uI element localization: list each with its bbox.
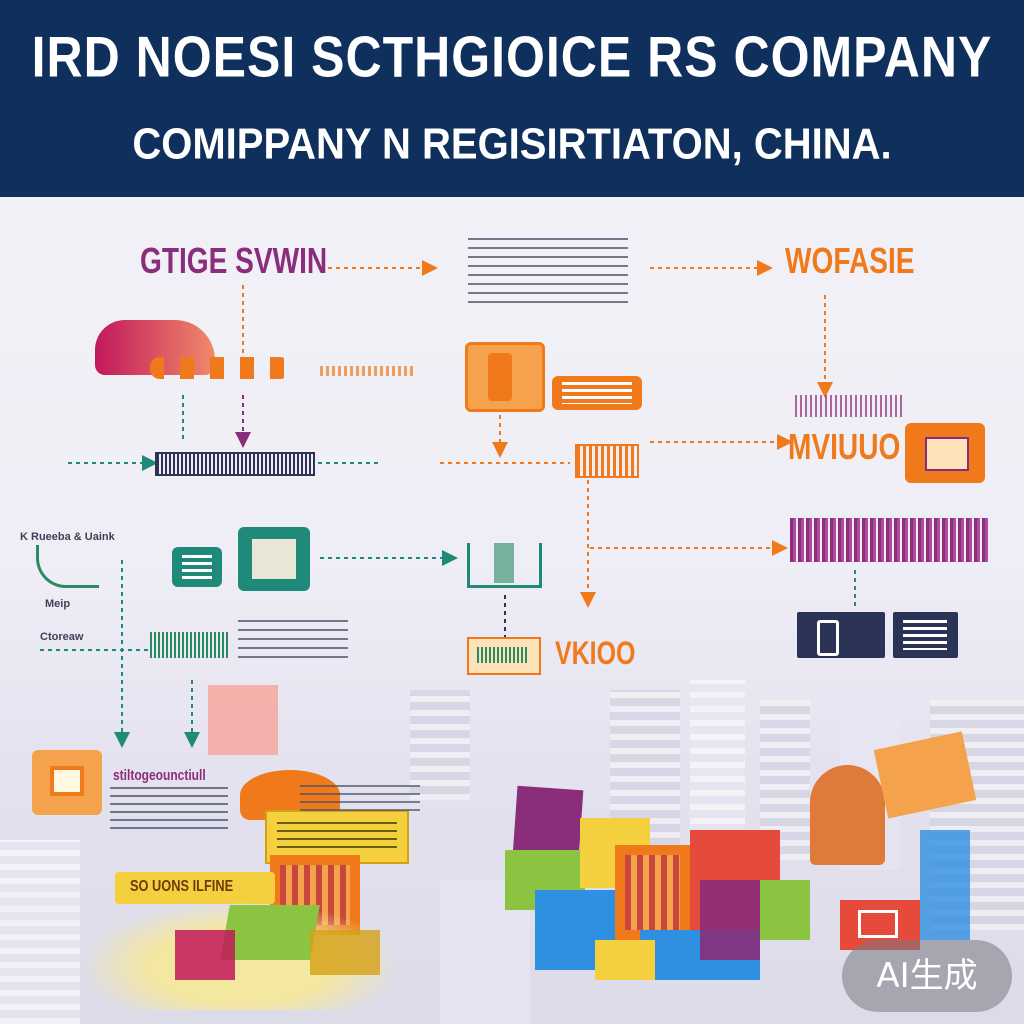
purple-cube — [700, 880, 760, 960]
wheel-row-icon — [150, 357, 290, 379]
left-side-label: K Rueeba & Uaink — [20, 531, 115, 543]
orange-tag-icon — [552, 376, 642, 410]
document-icon — [465, 342, 545, 412]
curve-connector — [36, 545, 99, 588]
magenta-block — [175, 930, 235, 980]
green-heading: stiltogeounctiull — [113, 767, 206, 784]
screen-icon — [797, 612, 885, 658]
info-text-block — [468, 238, 628, 310]
purple-register-banner — [790, 518, 990, 562]
folder-icon — [467, 543, 542, 588]
screen-icon — [238, 527, 310, 591]
left-small-label: Ctoreaw — [40, 631, 84, 643]
caption-lines — [320, 366, 415, 376]
ai-generated-watermark: AI生成 — [842, 940, 1012, 1012]
info-text-block — [238, 620, 348, 658]
info-text-block — [300, 785, 420, 815]
left-small-label: Meip — [45, 598, 71, 610]
header-banner — [0, 0, 1024, 197]
register-icon — [172, 547, 222, 587]
top-left-heading: GTIGE SVWIN — [140, 240, 328, 281]
orange-label-tag — [575, 444, 639, 478]
mid-right-banner: MVIUUO — [788, 426, 901, 467]
id-barcode-banner — [155, 452, 315, 476]
blue-tower — [920, 830, 970, 940]
top-right-heading: WOFASIE — [785, 240, 915, 281]
orange-building — [615, 845, 690, 940]
yellow-card — [115, 872, 275, 904]
green-block — [220, 905, 320, 960]
building-icon — [32, 750, 102, 815]
center-tag — [467, 637, 541, 675]
yellow-block — [310, 930, 380, 975]
building-silhouette — [0, 840, 80, 1024]
bag-icon — [810, 765, 885, 865]
page-title: IRD NOESI SCTHGIOICE RS COMPANY — [31, 24, 993, 90]
open-box-icon — [905, 423, 985, 483]
yellow-card-label: SO UONS ILFINE — [130, 878, 234, 895]
green-cube — [760, 880, 810, 940]
building-silhouette — [410, 690, 470, 800]
info-text-block — [110, 787, 228, 835]
green-barcode — [150, 632, 230, 658]
caption-lines — [795, 395, 905, 417]
yellow-cube — [595, 940, 655, 980]
pink-card-icon — [208, 685, 278, 755]
page-subtitle: COMIPPANY N REGISIRTIATON, CHINA. — [132, 119, 892, 169]
center-label: VKIOO — [555, 635, 636, 671]
screen-icon — [893, 612, 958, 658]
